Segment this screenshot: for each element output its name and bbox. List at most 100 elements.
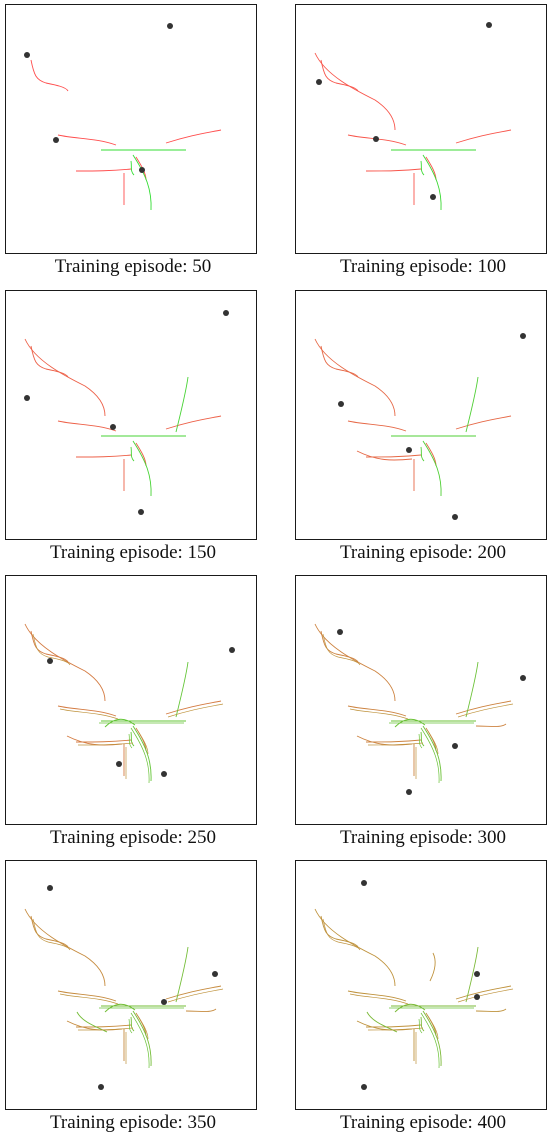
- trajectory-line: [165, 700, 222, 715]
- trajectory-line: [465, 661, 479, 718]
- trajectory-line: [455, 415, 512, 430]
- panel-caption: Training episode: 300: [339, 827, 507, 848]
- panel-episode-350: Training episode: 350: [5, 860, 261, 1144]
- plot-area: [295, 4, 547, 254]
- target-dot: [361, 1084, 367, 1090]
- trajectory-line: [347, 990, 407, 1002]
- plot-area: [5, 4, 257, 254]
- trajectory-line: [75, 739, 132, 743]
- panel-caption: Training episode: 250: [49, 827, 217, 848]
- trajectory-line: [475, 723, 507, 727]
- panel-episode-200: Training episode: 200: [295, 290, 550, 574]
- trajectory-plot: [314, 880, 514, 1090]
- target-dot: [223, 310, 229, 316]
- trajectory-line: [130, 160, 135, 176]
- plot-area: [5, 290, 257, 540]
- target-dot: [47, 885, 53, 891]
- trajectory-line: [365, 739, 422, 743]
- trajectory-line: [130, 1012, 150, 1069]
- target-dot: [406, 789, 412, 795]
- target-dot: [138, 509, 144, 515]
- trajectory-line: [30, 59, 69, 92]
- trajectory-plot: [314, 333, 526, 520]
- trajectory-line: [455, 700, 512, 715]
- trajectory-line: [24, 623, 106, 702]
- trajectory-line: [76, 1011, 108, 1033]
- trajectory-line: [418, 1018, 423, 1034]
- trajectory-line: [422, 1010, 442, 1067]
- target-dot: [24, 395, 30, 401]
- trajectory-line: [322, 918, 361, 951]
- trajectory-line: [457, 988, 514, 1003]
- target-dot: [430, 194, 436, 200]
- trajectory-line: [185, 1008, 217, 1012]
- trajectory-line: [66, 1020, 123, 1031]
- trajectory-plot: [24, 885, 224, 1090]
- trajectory-line: [366, 1011, 398, 1033]
- trajectory-line: [314, 908, 396, 987]
- panel-episode-150: Training episode: 150: [5, 290, 261, 574]
- plot-area: [295, 575, 547, 825]
- panel-episode-100: Training episode: 100: [295, 4, 550, 288]
- trajectory-line: [30, 345, 69, 378]
- target-dot: [229, 647, 235, 653]
- trajectory-plot: [24, 23, 222, 211]
- trajectory-plot: [24, 310, 229, 515]
- trajectory-line: [465, 376, 479, 433]
- trajectory-line: [367, 742, 424, 746]
- trajectory-line: [132, 725, 152, 782]
- trajectory-line: [59, 993, 119, 1005]
- trajectory-line: [356, 1020, 413, 1031]
- trajectory-line: [475, 1008, 507, 1012]
- trajectory-line: [422, 725, 442, 782]
- trajectory-line: [314, 623, 396, 702]
- trajectory-plot: [314, 22, 512, 211]
- trajectory-line: [175, 376, 189, 433]
- target-dot: [53, 137, 59, 143]
- trajectory-line: [320, 915, 359, 948]
- trajectory-line: [32, 633, 71, 666]
- target-dot: [452, 514, 458, 520]
- trajectory-line: [77, 742, 134, 746]
- trajectory-line: [365, 454, 422, 458]
- panel-episode-250: Training episode: 250: [5, 575, 261, 859]
- trajectory-line: [77, 1027, 134, 1031]
- trajectory-line: [32, 918, 71, 951]
- trajectory-line: [132, 440, 152, 497]
- plot-area: [295, 860, 547, 1110]
- trajectory-line: [314, 338, 396, 417]
- trajectory-line: [24, 338, 106, 417]
- trajectory-line: [24, 908, 106, 987]
- trajectory-line: [75, 168, 132, 172]
- target-dot: [316, 79, 322, 85]
- trajectory-line: [365, 1024, 422, 1028]
- trajectory-line: [130, 1016, 135, 1032]
- trajectory-line: [30, 915, 69, 948]
- trajectory-line: [420, 160, 425, 176]
- trajectory-line: [175, 946, 189, 1003]
- target-dot: [520, 675, 526, 681]
- target-dot: [116, 761, 122, 767]
- target-dot: [520, 333, 526, 339]
- target-dot: [167, 23, 173, 29]
- target-dot: [110, 424, 116, 430]
- trajectory-line: [365, 168, 422, 172]
- trajectory-line: [320, 630, 359, 663]
- trajectory-line: [320, 345, 359, 378]
- trajectory-line: [130, 727, 150, 784]
- trajectory-line: [429, 952, 436, 982]
- trajectory-plot: [314, 623, 526, 795]
- target-dot: [373, 136, 379, 142]
- trajectory-line: [455, 985, 512, 1000]
- trajectory-line: [427, 730, 439, 755]
- trajectory-line: [420, 1016, 425, 1032]
- trajectory-line: [130, 446, 135, 462]
- trajectory-line: [356, 450, 413, 461]
- panel-caption: Training episode: 400: [339, 1112, 507, 1133]
- target-dot: [24, 52, 30, 58]
- target-dot: [361, 880, 367, 886]
- trajectory-line: [457, 703, 514, 718]
- trajectory-line: [66, 735, 123, 746]
- panel-episode-300: Training episode: 300: [295, 575, 550, 859]
- trajectory-line: [132, 154, 152, 211]
